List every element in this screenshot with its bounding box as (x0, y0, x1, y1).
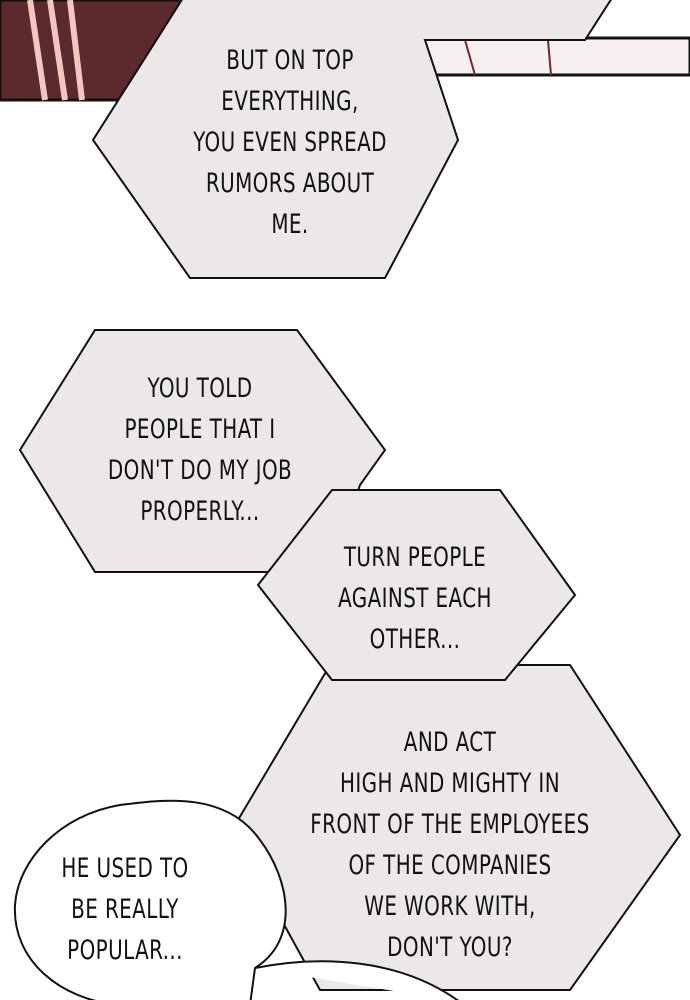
top-right-panel (418, 36, 690, 77)
bubble-text-5: HE USED TO BE REALLY POPULAR... (61, 853, 189, 966)
hexagon-bubble-1 (91, 0, 612, 279)
bubble-text-2: YOU TOLD PEOPLE THAT I DON'T DO MY JOB P… (107, 373, 293, 527)
bubble-text-4: AND ACT HIGH AND MIGHTY IN FRONT OF THE … (310, 727, 590, 963)
speech-bubble-round (13, 799, 287, 1000)
speech-bubble-bottom (254, 960, 459, 1000)
hexagon-bubble-3 (256, 489, 577, 681)
bubble-text-3: TURN PEOPLE AGAINST EACH OTHER... (338, 542, 492, 655)
bubble-text-1: BUT ON TOP EVERYTHING, YOU EVEN SPREAD R… (193, 45, 387, 240)
